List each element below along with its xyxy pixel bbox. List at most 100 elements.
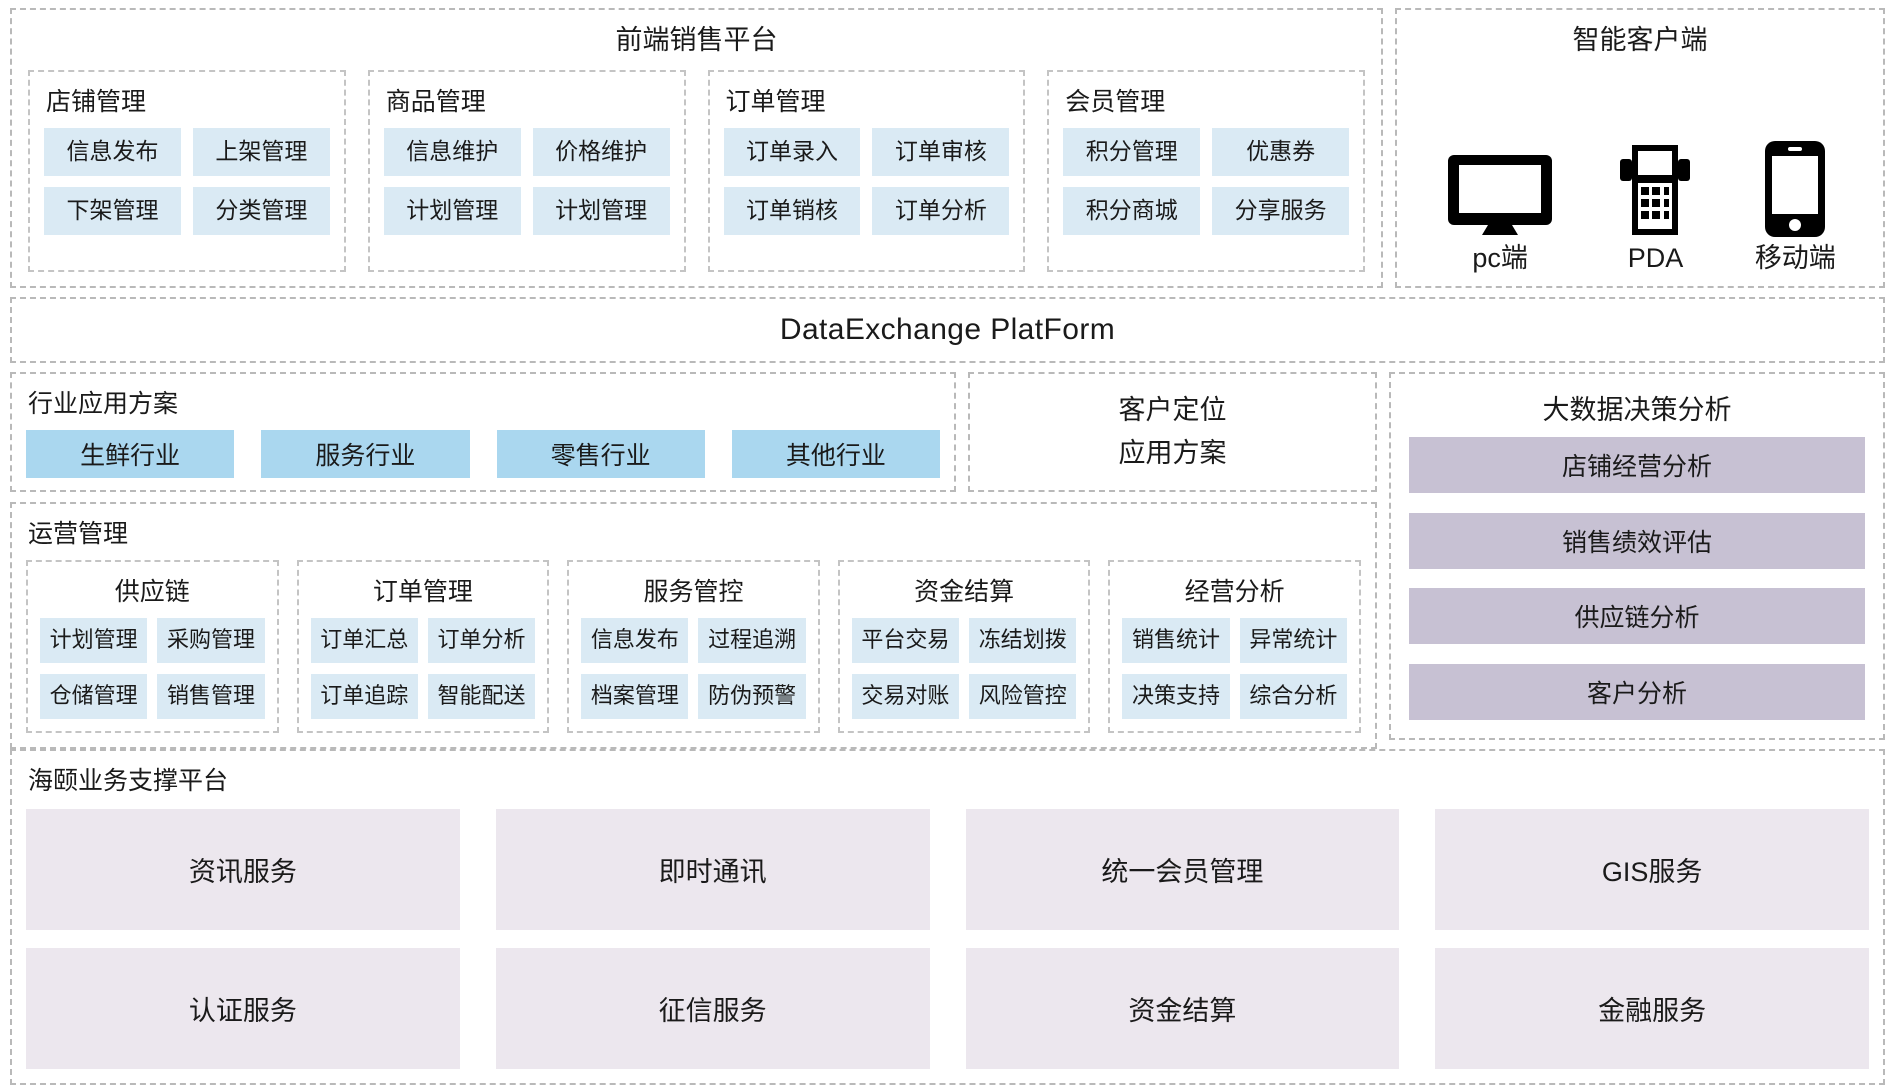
ops-item[interactable]: 订单分析 [427, 618, 536, 663]
group-item[interactable]: 订单销核 [723, 187, 861, 236]
support-service-item[interactable]: 资金结算 [965, 948, 1400, 1069]
ops-item-grid: 订单汇总 订单分析 订单追踪 智能配送 [310, 618, 536, 719]
support-service-item[interactable]: 认证服务 [26, 948, 460, 1069]
ops-group-title: 服务管控 [643, 578, 744, 606]
ops-item[interactable]: 信息发布 [581, 618, 689, 663]
ops-group-supply-chain: 供应链 计划管理 采购管理 仓储管理 销售管理 [26, 560, 279, 733]
client-item-pc[interactable]: pc端 [1444, 151, 1556, 272]
group-item[interactable]: 下架管理 [44, 187, 181, 236]
group-item[interactable]: 计划管理 [532, 187, 670, 236]
support-service-item[interactable]: 资讯服务 [26, 809, 460, 930]
ops-item[interactable]: 仓储管理 [40, 674, 148, 719]
ops-item[interactable]: 销售管理 [157, 674, 265, 719]
support-service-item[interactable]: 征信服务 [495, 948, 930, 1069]
ops-item-grid: 信息发布 过程追溯 档案管理 防伪预警 [581, 618, 806, 719]
frontend-group-order: 订单管理 订单录入 订单审核 订单销核 订单分析 [707, 70, 1026, 272]
ops-item-grid: 销售统计 异常统计 决策支持 综合分析 [1122, 618, 1347, 719]
middle-row: 行业应用方案 生鲜行业 服务行业 零售行业 其他行业 客户定位 应用方案 运营管… [10, 372, 1885, 749]
customer-positioning-panel: 客户定位 应用方案 [968, 372, 1377, 492]
group-item[interactable]: 积分管理 [1063, 128, 1201, 177]
group-item[interactable]: 上架管理 [192, 128, 330, 177]
frontend-platform-title: 前端销售平台 [615, 25, 778, 55]
ops-group-title: 资金结算 [914, 578, 1015, 606]
ops-group-title: 订单管理 [372, 578, 473, 606]
client-item-mobile[interactable]: 移动端 [1755, 139, 1836, 272]
ops-item-grid: 计划管理 采购管理 仓储管理 销售管理 [40, 618, 265, 719]
ops-item[interactable]: 订单追踪 [310, 674, 418, 719]
bigdata-item-list: 店铺经营分析 销售绩效评估 供应链分析 客户分析 [1409, 437, 1865, 724]
industry-chip[interactable]: 服务行业 [261, 430, 470, 478]
client-item-label: pc端 [1472, 243, 1528, 273]
customer-positioning-line2: 应用方案 [1118, 438, 1227, 468]
group-item[interactable]: 分享服务 [1212, 187, 1349, 236]
ops-item[interactable]: 风险管控 [969, 674, 1077, 719]
group-item[interactable]: 价格维护 [532, 128, 670, 177]
group-item[interactable]: 订单分析 [872, 187, 1010, 236]
group-item-grid: 订单录入 订单审核 订单销核 订单分析 [723, 128, 1010, 236]
ops-item[interactable]: 订单汇总 [310, 618, 418, 663]
ops-item[interactable]: 综合分析 [1239, 674, 1347, 719]
ops-item-grid: 平台交易 冻结划拨 交易对账 风险管控 [851, 618, 1077, 719]
client-item-label: 移动端 [1754, 243, 1836, 273]
industry-chip[interactable]: 其他行业 [731, 430, 940, 478]
ops-item[interactable]: 过程追溯 [698, 618, 806, 663]
industry-chip-list: 生鲜行业 服务行业 零售行业 其他行业 [26, 430, 940, 478]
ops-item[interactable]: 异常统计 [1239, 618, 1347, 663]
bigdata-item[interactable]: 客户分析 [1409, 663, 1865, 720]
group-title: 订单管理 [725, 88, 826, 117]
support-service-item[interactable]: 即时通讯 [495, 809, 930, 930]
group-item[interactable]: 优惠券 [1212, 128, 1349, 177]
group-title: 店铺管理 [46, 88, 147, 117]
ops-item[interactable]: 采购管理 [157, 618, 265, 663]
industry-solution-title: 行业应用方案 [28, 390, 179, 418]
ops-group-title: 供应链 [114, 578, 190, 606]
pda-icon [1610, 143, 1700, 239]
monitor-icon [1444, 151, 1556, 239]
group-item[interactable]: 分类管理 [192, 187, 330, 236]
industry-chip[interactable]: 零售行业 [496, 430, 705, 478]
bigdata-decision-analysis-panel: 大数据决策分析 店铺经营分析 销售绩效评估 供应链分析 客户分析 [1389, 372, 1885, 740]
ops-item[interactable]: 智能配送 [427, 674, 536, 719]
bigdata-item[interactable]: 店铺经营分析 [1409, 437, 1865, 493]
ops-group-title: 经营分析 [1184, 578, 1285, 606]
group-item[interactable]: 计划管理 [383, 187, 521, 236]
group-item[interactable]: 信息发布 [44, 128, 181, 177]
industry-chip[interactable]: 生鲜行业 [26, 430, 235, 478]
frontend-group-member: 会员管理 积分管理 优惠券 积分商城 分享服务 [1047, 70, 1365, 272]
group-item[interactable]: 信息维护 [383, 128, 521, 177]
support-service-item[interactable]: 统一会员管理 [965, 809, 1400, 930]
support-service-item[interactable]: GIS服务 [1435, 809, 1869, 930]
frontend-group-list: 店铺管理 信息发布 上架管理 下架管理 分类管理 商品管理 信息维护 价格维护 … [28, 70, 1365, 272]
group-title: 商品管理 [385, 88, 486, 117]
middle-left-column: 行业应用方案 生鲜行业 服务行业 零售行业 其他行业 客户定位 应用方案 运营管… [10, 372, 1377, 749]
group-item[interactable]: 订单录入 [723, 128, 861, 177]
bigdata-item[interactable]: 销售绩效评估 [1409, 512, 1865, 569]
smart-client-panel: 智能客户端 pc端 [1395, 8, 1885, 288]
ops-item[interactable]: 档案管理 [581, 674, 689, 719]
business-support-platform-panel: 海颐业务支撑平台 资讯服务 即时通讯 统一会员管理 GIS服务 认证服务 征信服… [10, 749, 1885, 1085]
industry-and-customer-row: 行业应用方案 生鲜行业 服务行业 零售行业 其他行业 客户定位 应用方案 [10, 372, 1377, 492]
client-item-pda[interactable]: PDA [1610, 143, 1700, 272]
ops-item[interactable]: 计划管理 [40, 618, 148, 663]
ops-item[interactable]: 冻结划拨 [969, 618, 1077, 663]
ops-item[interactable]: 防伪预警 [698, 674, 806, 719]
industry-solution-panel: 行业应用方案 生鲜行业 服务行业 零售行业 其他行业 [10, 372, 956, 492]
client-icon-list: pc端 [1407, 70, 1873, 276]
group-item[interactable]: 订单审核 [872, 128, 1010, 177]
bigdata-title: 大数据决策分析 [1542, 395, 1732, 425]
group-item[interactable]: 积分商城 [1063, 187, 1201, 236]
operations-management-title: 运营管理 [28, 520, 129, 548]
ops-item[interactable]: 交易对账 [851, 674, 960, 719]
operations-group-list: 供应链 计划管理 采购管理 仓储管理 销售管理 订单管理 订单汇总 订单分析 [26, 560, 1361, 733]
frontend-group-store: 店铺管理 信息发布 上架管理 下架管理 分类管理 [28, 70, 346, 272]
top-row: 前端销售平台 店铺管理 信息发布 上架管理 下架管理 分类管理 商品管理 信息维… [10, 8, 1885, 288]
business-support-platform-title: 海颐业务支撑平台 [28, 767, 229, 795]
ops-item[interactable]: 决策支持 [1122, 674, 1230, 719]
support-service-item[interactable]: 金融服务 [1435, 948, 1869, 1069]
group-item-grid: 信息维护 价格维护 计划管理 计划管理 [383, 128, 670, 236]
ops-item[interactable]: 平台交易 [851, 618, 960, 663]
frontend-sales-platform-panel: 前端销售平台 店铺管理 信息发布 上架管理 下架管理 分类管理 商品管理 信息维… [10, 8, 1383, 288]
bigdata-item[interactable]: 供应链分析 [1409, 588, 1865, 645]
group-item-grid: 积分管理 优惠券 积分商城 分享服务 [1063, 128, 1349, 236]
ops-item[interactable]: 销售统计 [1122, 618, 1230, 663]
